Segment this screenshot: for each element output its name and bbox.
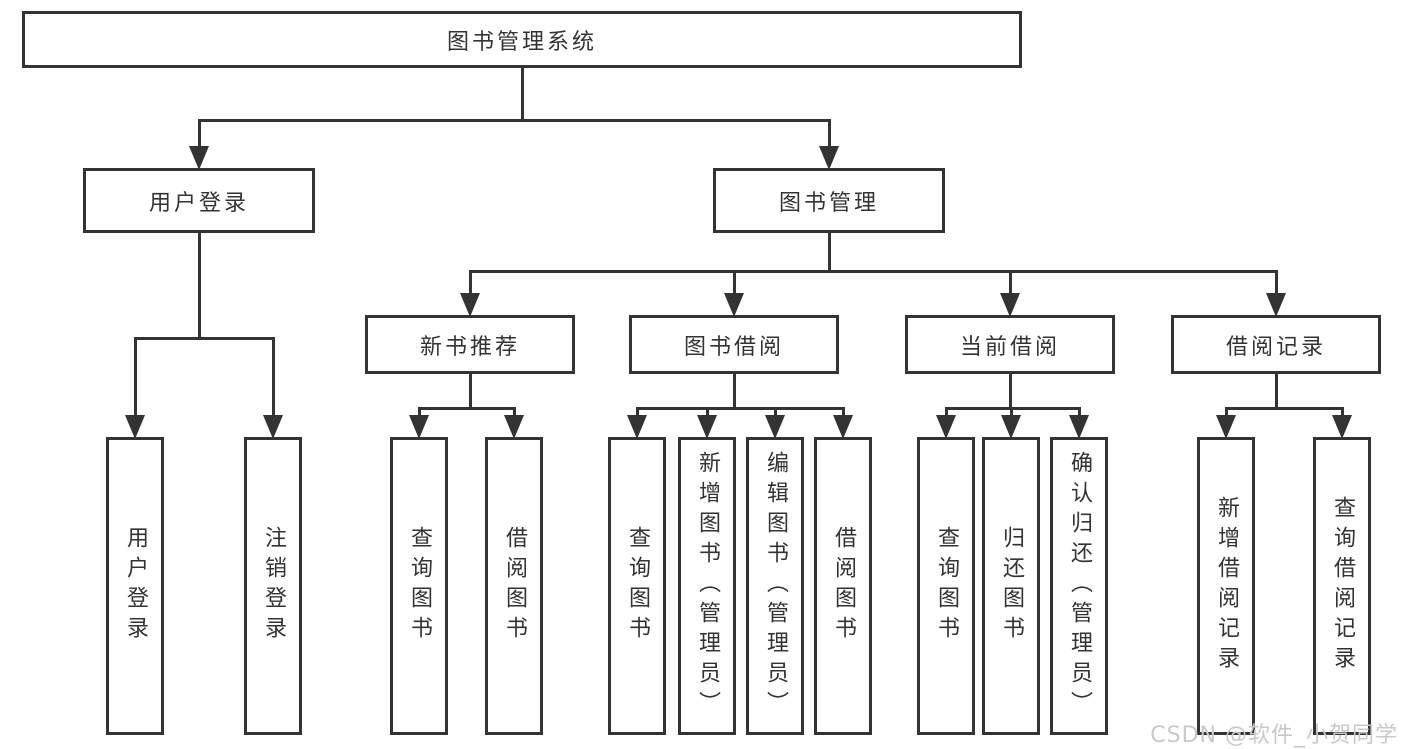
- arrow-down-icon: [1000, 293, 1020, 317]
- leaf-return-book-label: 归还图书: [999, 526, 1024, 646]
- connector-vline: [1009, 372, 1012, 410]
- leaf-logout: 注销登录: [244, 437, 302, 735]
- connector-hline: [945, 407, 1081, 410]
- connector-hline: [134, 337, 275, 340]
- leaf-query-book-borrow: 查询图书: [608, 437, 666, 735]
- connector-hline: [1225, 407, 1344, 410]
- connector-vline: [828, 231, 831, 272]
- connector-hline: [469, 270, 1278, 273]
- leaf-borrow-book-recommend-label: 借阅图书: [502, 526, 527, 646]
- leaf-add-book-admin-label: 新增图书（管理员）: [695, 451, 720, 721]
- node-book-management-label: 图书管理: [778, 190, 879, 216]
- connector-arrow-shaft: [1341, 408, 1344, 417]
- leaf-query-book-recommend-label: 查询图书: [407, 526, 432, 646]
- leaf-query-book-recommend: 查询图书: [390, 437, 448, 735]
- connector-arrow-shaft: [1078, 408, 1081, 417]
- leaf-add-book-admin: 新增图书（管理员）: [678, 437, 736, 735]
- connector-arrow-shaft: [469, 271, 472, 295]
- node-root-label: 图书管理系统: [446, 29, 597, 55]
- arrow-down-icon: [409, 415, 429, 439]
- node-book-borrow: 图书借阅: [629, 315, 839, 374]
- connector-vline: [198, 231, 201, 340]
- node-user-login-label: 用户登录: [148, 190, 249, 216]
- node-new-book-recommend-label: 新书推荐: [419, 334, 520, 360]
- node-new-book-recommend: 新书推荐: [365, 315, 575, 374]
- leaf-add-borrow-record-label: 新增借阅记录: [1214, 496, 1239, 676]
- connector-arrow-shaft: [733, 271, 736, 295]
- connector-arrow-shaft: [842, 408, 845, 417]
- arrow-down-icon: [189, 146, 209, 170]
- arrow-down-icon: [819, 146, 839, 170]
- arrow-down-icon: [504, 415, 524, 439]
- node-user-login: 用户登录: [83, 168, 315, 233]
- connector-arrow-shaft: [774, 408, 777, 417]
- arrow-down-icon: [1266, 293, 1286, 317]
- leaf-user-login: 用户登录: [106, 437, 164, 735]
- leaf-borrow-book-label: 借阅图书: [831, 526, 856, 646]
- leaf-query-book-current-label: 查询图书: [934, 526, 959, 646]
- connector-arrow-shaft: [706, 408, 709, 417]
- leaf-logout-label: 注销登录: [261, 526, 286, 646]
- leaf-borrow-book: 借阅图书: [814, 437, 872, 735]
- node-current-borrow: 当前借阅: [905, 315, 1115, 374]
- arrow-down-icon: [263, 415, 283, 439]
- connector-arrow-shaft: [418, 408, 421, 417]
- connector-arrow-shaft: [198, 119, 201, 148]
- arrow-down-icon: [1332, 415, 1352, 439]
- connector-arrow-shaft: [1275, 271, 1278, 295]
- connector-vline: [521, 66, 524, 121]
- arrow-down-icon: [724, 293, 744, 317]
- leaf-return-book: 归还图书: [982, 437, 1040, 735]
- arrow-down-icon: [697, 415, 717, 439]
- leaf-edit-book-admin-label: 编辑图书（管理员）: [763, 451, 788, 721]
- node-current-borrow-label: 当前借阅: [959, 334, 1060, 360]
- connector-arrow-shaft: [828, 119, 831, 148]
- leaf-query-borrow-record-label: 查询借阅记录: [1330, 496, 1355, 676]
- connector-vline: [469, 372, 472, 410]
- connector-arrow-shaft: [636, 408, 639, 417]
- connector-vline: [733, 372, 736, 410]
- leaf-add-borrow-record: 新增借阅记录: [1197, 437, 1255, 735]
- node-book-management: 图书管理: [713, 168, 945, 233]
- leaf-borrow-book-recommend: 借阅图书: [485, 437, 543, 735]
- leaf-user-login-label: 用户登录: [123, 526, 148, 646]
- connector-arrow-shaft: [1009, 271, 1012, 295]
- connector-hline: [636, 407, 845, 410]
- arrow-down-icon: [460, 293, 480, 317]
- leaf-query-book-borrow-label: 查询图书: [625, 526, 650, 646]
- leaf-confirm-return-admin: 确认归还（管理员）: [1050, 437, 1108, 735]
- node-book-borrow-label: 图书借阅: [683, 334, 784, 360]
- connector-arrow-shaft: [272, 338, 275, 417]
- node-borrow-record-label: 借阅记录: [1225, 334, 1326, 360]
- leaf-query-book-current: 查询图书: [917, 437, 975, 735]
- connector-hline: [198, 119, 831, 122]
- arrow-down-icon: [1069, 415, 1089, 439]
- arrow-down-icon: [1216, 415, 1236, 439]
- leaf-edit-book-admin: 编辑图书（管理员）: [746, 437, 804, 735]
- arrow-down-icon: [627, 415, 647, 439]
- leaf-confirm-return-admin-label: 确认归还（管理员）: [1067, 451, 1092, 721]
- watermark-text: CSDN @软件_小贺同学: [1150, 723, 1398, 748]
- node-root: 图书管理系统: [22, 11, 1022, 68]
- connector-arrow-shaft: [134, 338, 137, 417]
- connector-hline: [418, 407, 516, 410]
- connector-vline: [1275, 372, 1278, 410]
- arrow-down-icon: [1001, 415, 1021, 439]
- arrow-down-icon: [833, 415, 853, 439]
- connector-arrow-shaft: [513, 408, 516, 417]
- node-borrow-record: 借阅记录: [1171, 315, 1381, 374]
- connector-arrow-shaft: [1010, 408, 1013, 417]
- arrow-down-icon: [765, 415, 785, 439]
- connector-arrow-shaft: [945, 408, 948, 417]
- leaf-query-borrow-record: 查询借阅记录: [1313, 437, 1371, 735]
- arrow-down-icon: [936, 415, 956, 439]
- arrow-down-icon: [125, 415, 145, 439]
- connector-arrow-shaft: [1225, 408, 1228, 417]
